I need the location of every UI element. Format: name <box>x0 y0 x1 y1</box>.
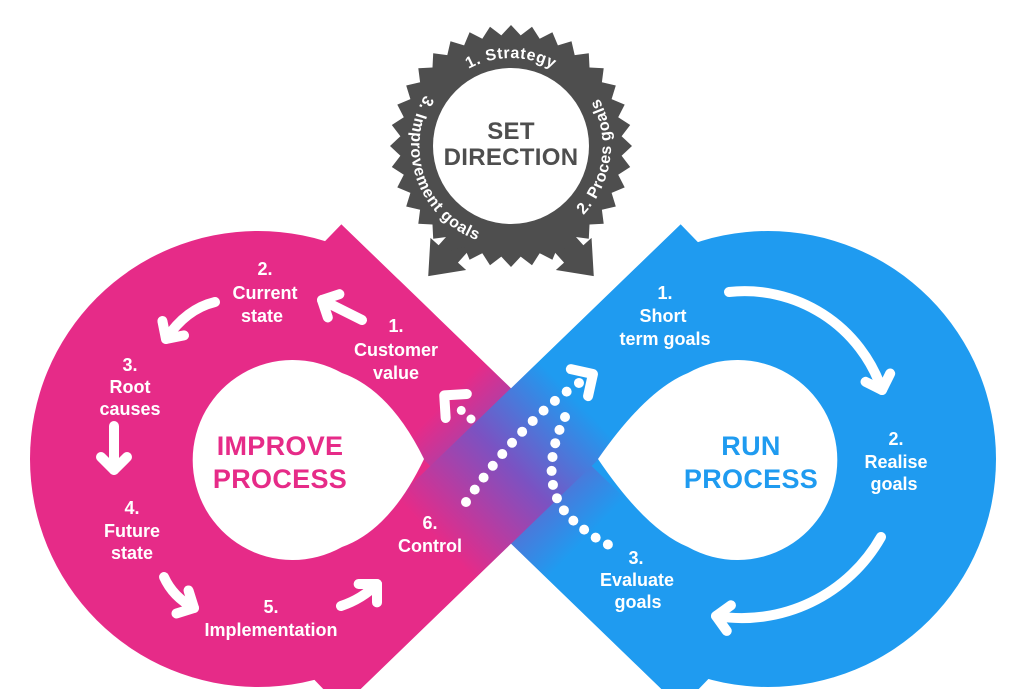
svg-text:Realise: Realise <box>864 452 927 472</box>
improve-step-3-label: 3. Root causes <box>99 355 160 419</box>
improve-arrow-5-to-6-icon <box>336 578 382 611</box>
improve-step-4-label: 4. Future state <box>104 498 160 563</box>
svg-text:causes: causes <box>99 399 160 419</box>
flow-arrows <box>96 286 896 636</box>
improve-step-1-label: 1. Customer value <box>354 316 438 383</box>
svg-text:Control: Control <box>398 536 462 556</box>
set-direction-badge: SET DIRECTION 1. Strategy 2. Proces goal… <box>390 25 632 277</box>
svg-text:state: state <box>241 306 283 326</box>
improve-arrow-1-to-2-icon <box>317 289 367 325</box>
bottom-gap-wedge <box>360 543 662 689</box>
svg-text:Current: Current <box>232 283 297 303</box>
svg-text:2.: 2. <box>257 259 272 279</box>
dotted-arrow-to-customer-value-icon <box>439 388 476 424</box>
improve-loop-center-hole <box>192 359 424 561</box>
run-loop-labels: RUN PROCESS 1. Short term goals 2. Reali… <box>600 283 928 612</box>
run-arrow-1-to-2-icon <box>724 286 896 395</box>
run-arrow-2-to-3-icon <box>711 532 886 636</box>
run-loop-center-hole <box>598 360 838 560</box>
svg-text:Root: Root <box>110 377 151 397</box>
svg-text:goals: goals <box>614 592 661 612</box>
svg-text:goals: goals <box>870 474 917 494</box>
svg-text:Implementation: Implementation <box>204 620 337 640</box>
svg-text:Short: Short <box>640 306 687 326</box>
run-step-3-label: 3. Evaluate goals <box>600 548 674 612</box>
improve-title-line1: IMPROVE <box>217 431 344 461</box>
badge-title-line2: DIRECTION <box>444 144 579 171</box>
svg-text:2.: 2. <box>888 429 903 449</box>
improve-arrow-4-to-5-icon <box>159 572 199 619</box>
svg-text:Customer: Customer <box>354 340 438 360</box>
run-step-1-label: 1. Short term goals <box>619 283 710 349</box>
improve-step-5-label: 5. Implementation <box>204 597 337 640</box>
crossing-band-blue-to-pink <box>263 224 759 689</box>
svg-text:1.: 1. <box>388 316 403 336</box>
dotted-feedback-arrows <box>439 364 614 550</box>
run-title-line1: RUN <box>721 431 780 461</box>
dotted-arrow-control-to-short-term-goals-icon <box>461 364 598 507</box>
improve-title-line2: PROCESS <box>213 464 347 494</box>
improve-loop-labels: IMPROVE PROCESS 1. Customer value 2. Cur… <box>99 259 462 640</box>
badge-inner-circle <box>433 68 589 224</box>
svg-text:6.: 6. <box>422 513 437 533</box>
improve-step-2-label: 2. Current state <box>232 259 297 326</box>
svg-text:Evaluate: Evaluate <box>600 570 674 590</box>
svg-text:5.: 5. <box>263 597 278 617</box>
svg-text:Future: Future <box>104 521 160 541</box>
svg-text:value: value <box>373 363 419 383</box>
badge-title-line1: SET <box>487 118 535 145</box>
dotted-line-evaluate-goals-branch-icon <box>546 412 614 550</box>
svg-text:term goals: term goals <box>619 329 710 349</box>
run-step-2-label: 2. Realise goals <box>864 429 927 494</box>
svg-text:state: state <box>111 543 153 563</box>
svg-text:3.: 3. <box>122 355 137 375</box>
svg-text:4.: 4. <box>124 498 139 518</box>
improve-arrow-2-to-3-icon <box>157 297 220 344</box>
run-title-line2: PROCESS <box>684 464 818 494</box>
svg-text:3.: 3. <box>628 548 643 568</box>
improve-step-6-label: 6. Control <box>398 513 462 556</box>
svg-text:1.: 1. <box>657 283 672 303</box>
